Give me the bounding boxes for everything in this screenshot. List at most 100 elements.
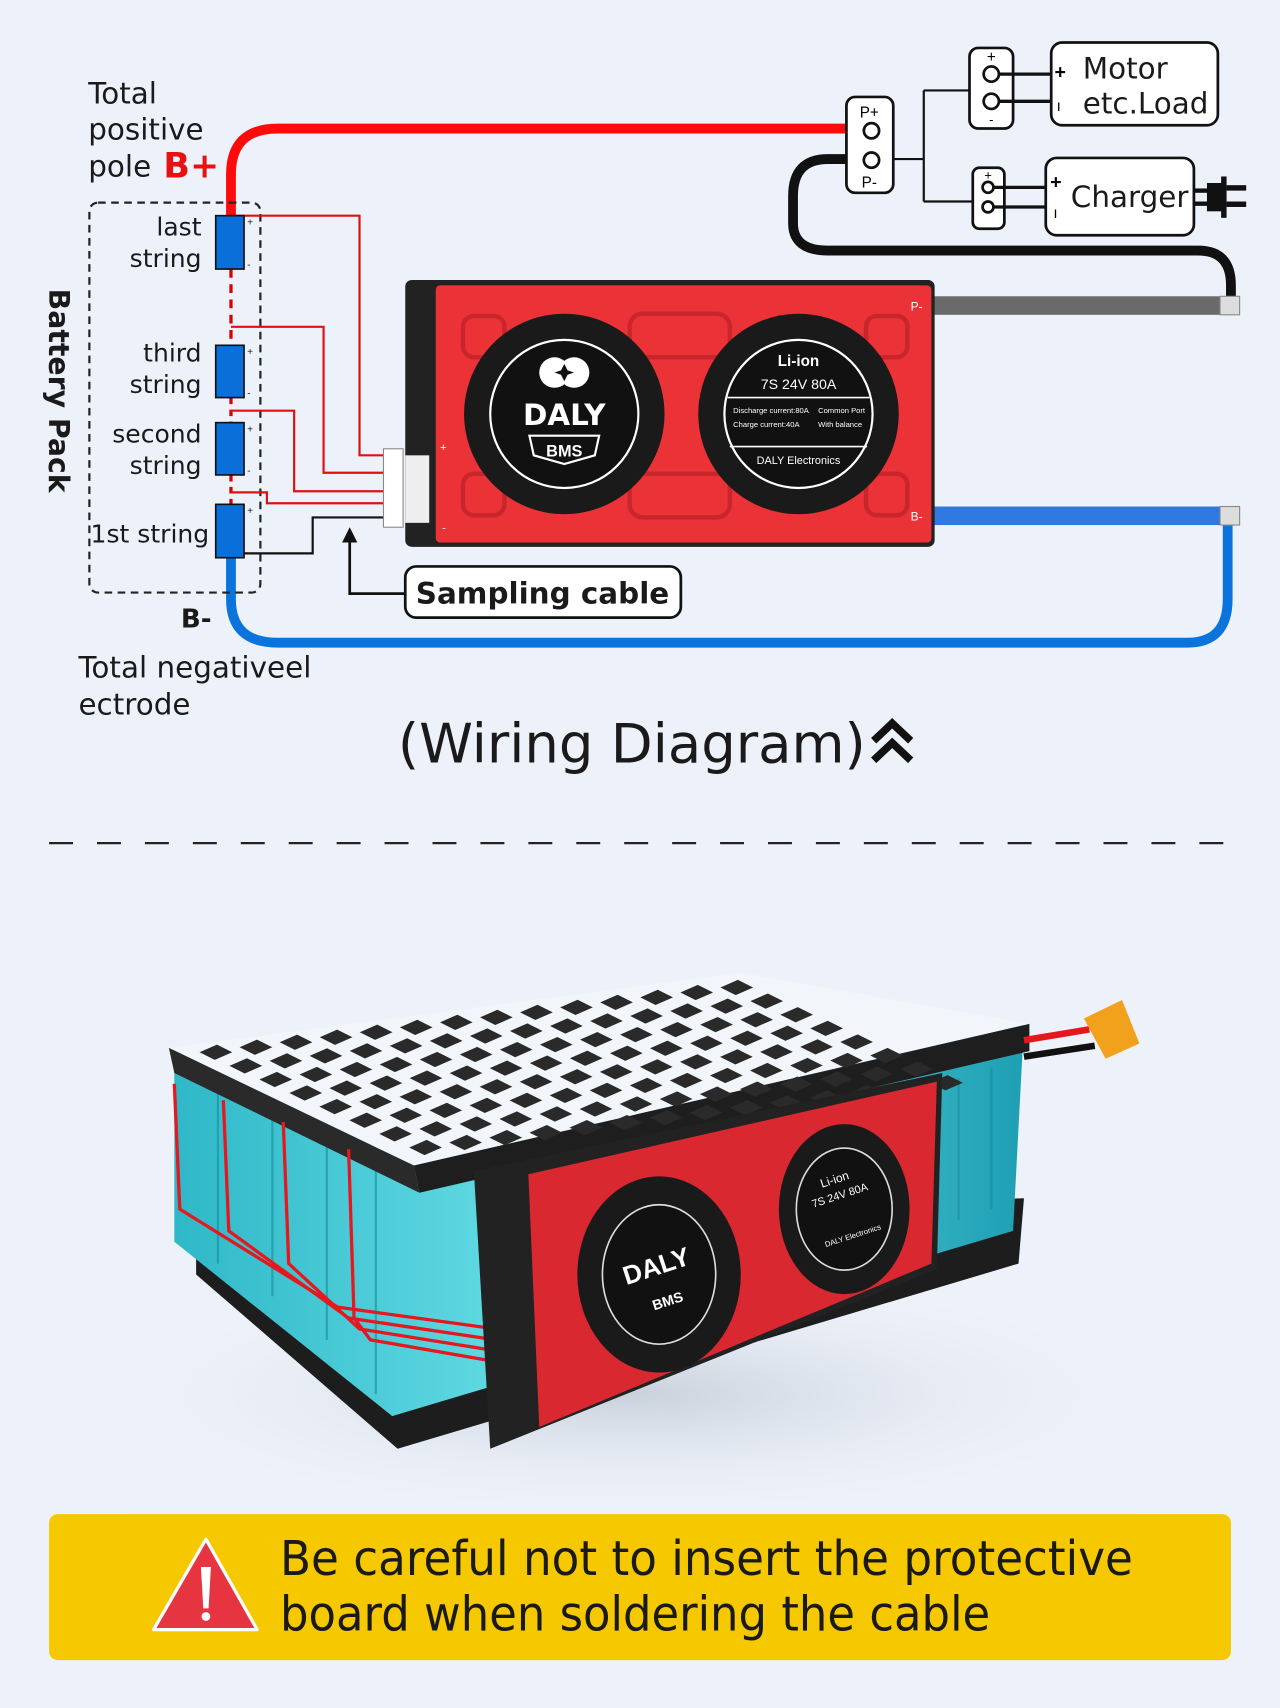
nickel-strip (650, 1040, 683, 1056)
nickel-strip (469, 1028, 503, 1044)
battery-pack-photo: DALY BMS Li-ion 7S 24V 80A DALY Electron… (65, 972, 1199, 1525)
nickel-strip (289, 1085, 323, 1101)
nickel-strip (729, 1100, 763, 1116)
p-minus-label: P- (862, 174, 877, 191)
svg-text:+: + (1054, 61, 1065, 83)
nickel-strip (810, 1020, 843, 1036)
nickel-strip (509, 1023, 543, 1039)
svg-text:+: + (247, 506, 253, 517)
b-minus-label: B- (181, 604, 212, 634)
nickel-strip (409, 1070, 443, 1086)
nickel-strip (549, 1087, 583, 1104)
nickel-strip (629, 1077, 663, 1094)
svg-text:+: + (1050, 171, 1061, 193)
nickel-strip (900, 1061, 933, 1077)
nickel-strip (199, 1044, 233, 1060)
string-label-last: last (156, 212, 201, 241)
p-minus-cable (933, 296, 1230, 315)
nickel-strip (399, 1019, 433, 1035)
cell-polarity-marks: +-+-+-+- (247, 217, 253, 559)
board-charge: Charge current:40A (733, 420, 800, 429)
nickel-strip (239, 1039, 273, 1055)
nickel-strip (299, 1066, 333, 1083)
p-plus-label: P+ (860, 105, 879, 122)
nickel-strip (559, 1069, 593, 1085)
nickel-strip (750, 993, 784, 1009)
nickel-strip (609, 1115, 643, 1131)
charger-box (1044, 156, 1196, 237)
nickel-strip (519, 1074, 553, 1090)
sense-wires (230, 214, 387, 505)
positive-label-1: Total (87, 76, 157, 110)
nickel-strip (569, 1119, 603, 1136)
board-brand: DALY (523, 398, 606, 432)
load-label: etc.Load (1083, 86, 1209, 120)
nickel-strip (710, 998, 744, 1014)
warning-banner: Be careful not to insert the protective … (49, 1514, 1231, 1661)
negative-label-1: Total negativeel (77, 651, 311, 685)
fan-left: DALY BMS (464, 313, 665, 515)
board-chem: Li-ion (778, 353, 820, 370)
nickel-strip (840, 1034, 873, 1050)
photo-fan-left: DALY BMS (577, 1176, 741, 1373)
nickel-strip (369, 1075, 403, 1091)
cell-third (214, 344, 245, 399)
nickel-strip (800, 1039, 833, 1055)
nickel-strip (620, 1027, 653, 1043)
nickel-strip (659, 1091, 693, 1107)
battery-pack-label: Battery Pack (42, 289, 75, 494)
nickel-strip (760, 1044, 793, 1060)
fan-right: Li-ion 7S 24V 80A Discharge current:80A … (698, 313, 899, 515)
bms-board: DALY BMS Li-ion 7S 24V 80A Discharge cur… (382, 279, 935, 547)
nickel-strips (199, 979, 963, 1156)
nickel-strip (399, 1089, 433, 1105)
svg-text:ı: ı (1057, 98, 1061, 115)
cells: +-+-+-+- (214, 214, 253, 560)
nickel-strip (870, 1047, 903, 1064)
string-label-third: third (143, 339, 201, 368)
nickel-strip (580, 1031, 613, 1048)
svg-text:-: - (989, 112, 993, 127)
nickel-strip (319, 1099, 353, 1115)
negative-label-2: ectrode (78, 688, 190, 722)
nickel-strip (489, 1129, 523, 1146)
nickel-strip (589, 1082, 623, 1099)
double-chevron-up-icon (871, 718, 914, 764)
nickel-strip (429, 1033, 463, 1049)
nickel-strip (600, 994, 633, 1011)
nickel-strip (779, 1076, 813, 1092)
string-label-second-2: string (130, 451, 202, 480)
nickel-strip (479, 1079, 513, 1095)
p-terminal-block (845, 95, 895, 195)
motor-load-box (1049, 41, 1220, 127)
nickel-strip (550, 1018, 583, 1034)
nickel-strip (639, 1059, 673, 1075)
nickel-strip (429, 1102, 463, 1118)
nickel-strip (590, 1013, 623, 1029)
nickel-strip (750, 1062, 783, 1079)
nickel-strip (630, 1008, 663, 1024)
nickel-strip (459, 1116, 493, 1132)
svg-text:-: - (247, 466, 250, 477)
b-plus-label: B+ (163, 147, 219, 187)
xt-connector (1083, 999, 1140, 1059)
nickel-strip (229, 1058, 263, 1074)
nickel-strip (409, 1139, 442, 1156)
nickel-strip (389, 1038, 423, 1054)
photo-fan-right: Li-ion 7S 24V 80A DALY Electronics (778, 1124, 910, 1295)
nickel-strip (700, 1017, 733, 1033)
nickel-strip (790, 1057, 823, 1074)
daly-logo-icon (539, 357, 590, 388)
nickel-strip (439, 1014, 473, 1030)
nickel-strip (739, 1081, 773, 1097)
nickel-strip (569, 1050, 603, 1066)
sampling-cable-box (403, 565, 683, 619)
warning-line-2: board when soldering the cable (280, 1588, 990, 1643)
sampling-cable-label: Sampling cable (416, 576, 669, 610)
string-label-first: 1st string (91, 519, 210, 548)
board-spec: 7S 24V 80A (761, 377, 837, 393)
svg-text:-: - (247, 260, 250, 271)
board-balance: With balance (818, 420, 862, 429)
nickel-strip (269, 1053, 303, 1069)
